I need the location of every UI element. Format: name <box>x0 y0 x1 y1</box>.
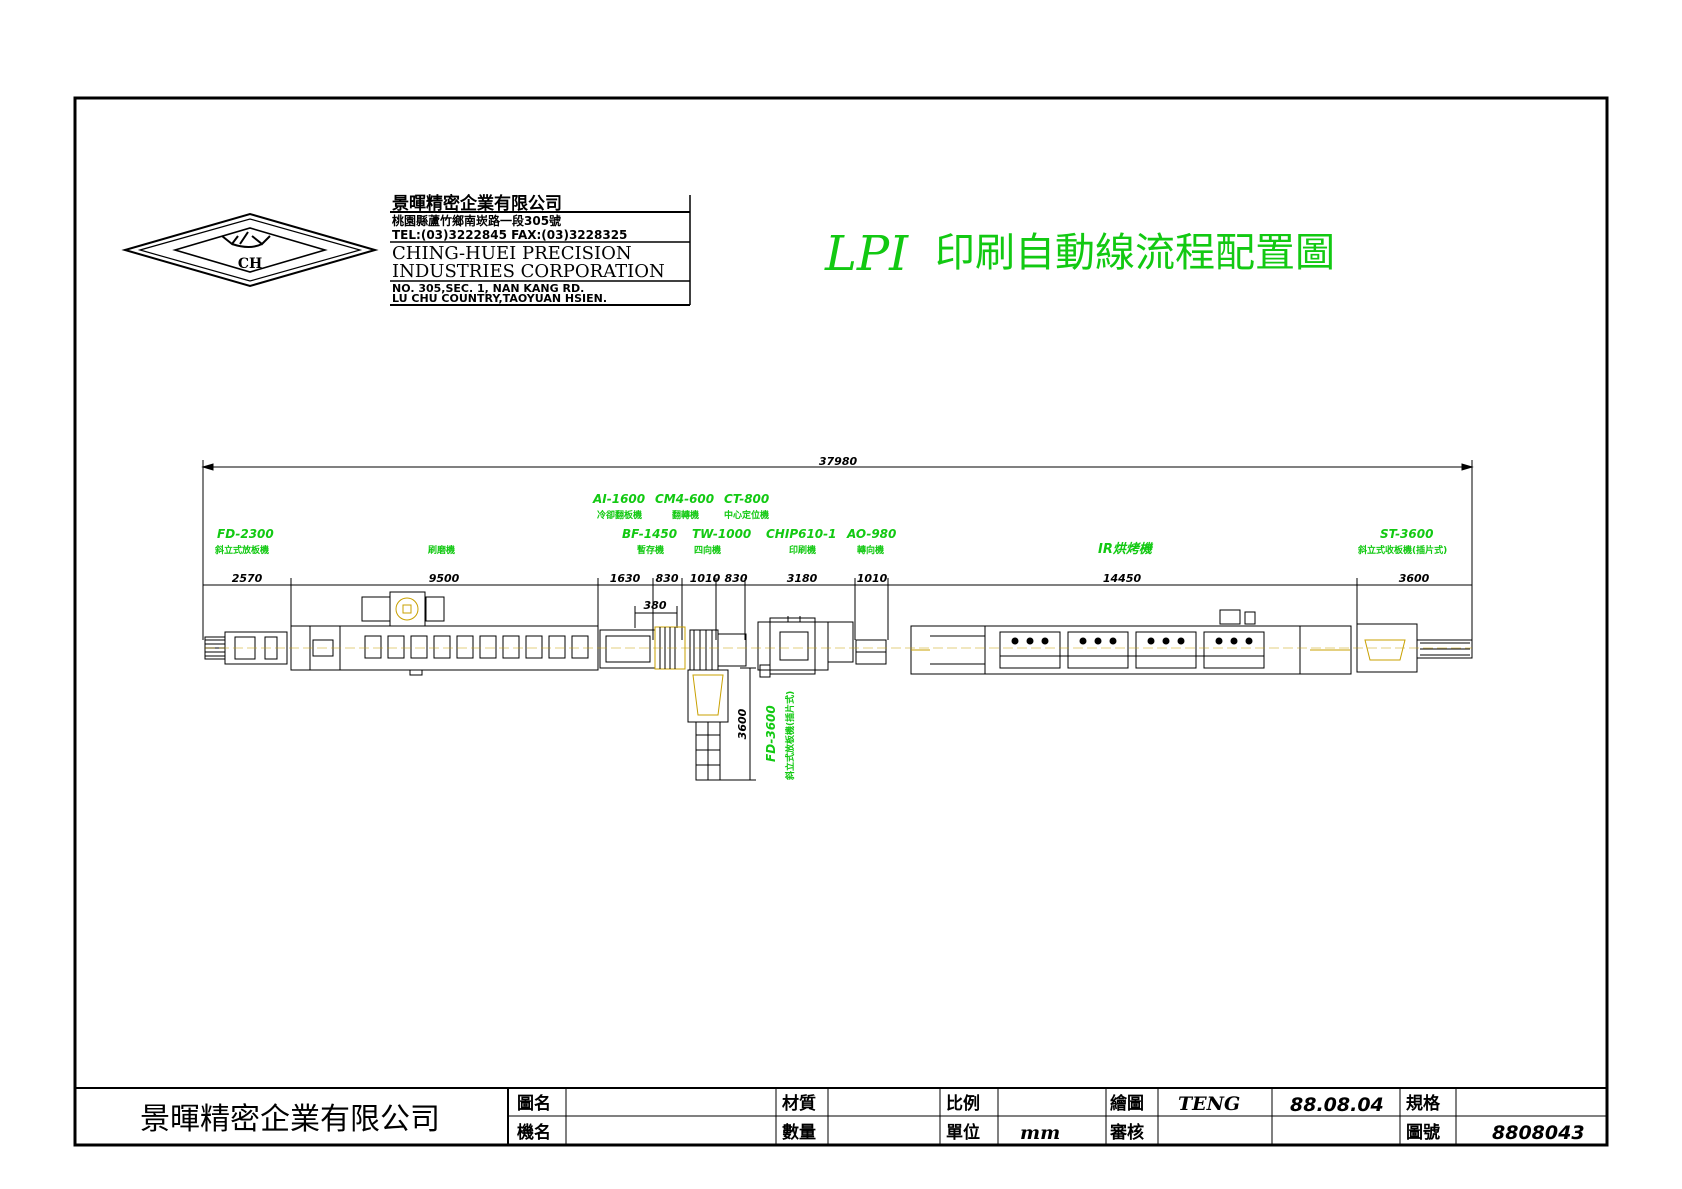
control-panel-center <box>389 591 426 627</box>
company-address-en-1: NO. 305,SEC. 1, NAN KANG RD. <box>392 282 584 295</box>
dim-segment: 1010 <box>690 572 721 585</box>
value-unit: mm <box>1020 1122 1060 1144</box>
label-drawing-no: 圖號 <box>1406 1123 1440 1143</box>
label-scale: 比例 <box>946 1093 980 1114</box>
st-conveyor <box>1416 639 1473 659</box>
production-line-layout <box>204 591 1473 781</box>
machine-model-st: ST-3600 <box>1380 527 1433 541</box>
machine-model-ao: AO-980 <box>846 527 896 541</box>
dim-sub: 380 <box>644 599 667 612</box>
machine-model-fd-left: FD-2300 <box>217 527 274 541</box>
logo-mark-icon <box>221 231 271 248</box>
dim-segment: 9500 <box>429 572 460 585</box>
dimension-labels: 37980 2570 9500 1630 830 1010 830 3180 1… <box>232 455 1430 739</box>
dim-segment: 3600 <box>1399 572 1430 585</box>
title-block <box>75 1087 1607 1145</box>
company-name-cn: 景暉精密企業有限公司 <box>392 193 562 214</box>
ir-control-box <box>1219 609 1241 625</box>
dim-segment: 830 <box>656 572 679 585</box>
dim-segment: 830 <box>725 572 748 585</box>
machine-labels: FD-2300 斜立式放板機 刷磨機 AI-1600 冷卻翻板機 CM4-600… <box>214 492 1447 781</box>
company-address-cn: 桃園縣蘆竹鄉南崁路一段305號 <box>392 213 561 228</box>
dim-segment: 3180 <box>787 572 818 585</box>
ct-center <box>717 633 747 667</box>
dim-overall: 37980 <box>819 455 858 468</box>
machine-name-brush: 刷磨機 <box>428 544 455 556</box>
machine-model-tw: TW-1000 <box>692 527 751 541</box>
label-check: 審核 <box>1109 1122 1144 1143</box>
control-panel-left <box>361 596 391 622</box>
machine-model-ct: CT-800 <box>724 492 769 506</box>
machine-name-cm: 翻轉機 <box>672 509 699 521</box>
dim-segment: 1630 <box>610 572 641 585</box>
label-machine-name: 機名 <box>517 1122 551 1143</box>
title-block-text: 景暉精密企業有限公司 圖名 機名 材質 數量 比例 單位 mm 繪圖 審核 TE… <box>140 1093 1585 1144</box>
machine-name-st: 斜立式收板機(插片式) <box>1357 544 1447 556</box>
dim-segment: 2570 <box>232 572 263 585</box>
machine-name-ir: IR烘烤機 <box>1098 541 1154 557</box>
logo-outer-diamond <box>121 212 379 288</box>
machine-model-cm: CM4-600 <box>655 492 714 506</box>
label-drawing-name: 圖名 <box>517 1093 551 1114</box>
dim-segment: 1010 <box>857 572 888 585</box>
machine-name-fd-branch: 斜立式放板機(插片式) <box>784 691 796 781</box>
machine-model-bf: BF-1450 <box>622 527 677 541</box>
company-name-en-2: INDUSTRIES CORPORATION <box>392 261 665 282</box>
ir-oven <box>910 625 1352 675</box>
branch-fd-top <box>687 669 729 723</box>
machine-name-ct: 中心定位機 <box>724 509 769 521</box>
logo-mid-diamond <box>137 218 363 282</box>
label-spec: 規格 <box>1406 1093 1441 1114</box>
machine-name-chip: 印刷機 <box>789 544 816 556</box>
control-panel-right <box>425 596 445 622</box>
company-tel-fax: TEL:(03)3222845 FAX:(03)3228325 <box>392 228 627 242</box>
machine-name-ao: 轉向機 <box>857 544 884 556</box>
label-quantity: 數量 <box>782 1122 816 1143</box>
company-logo: CH <box>121 212 379 288</box>
machine-name-ai: 冷卻翻板機 <box>597 509 642 521</box>
label-material: 材質 <box>782 1093 816 1114</box>
drawing-title: LPI 印刷自動線流程配置圖 <box>824 226 1335 282</box>
dimension-lines <box>201 460 1474 781</box>
company-name-en-1: CHING-HUEI PRECISION <box>392 243 632 264</box>
label-unit: 單位 <box>946 1122 980 1143</box>
value-date: 88.08.04 <box>1290 1094 1384 1116</box>
machine-model-chip: CHIP610-1 <box>766 527 837 541</box>
dim-vertical: 3600 <box>736 708 749 739</box>
brush-units <box>364 635 589 659</box>
logo-text: CH <box>238 256 262 272</box>
chip-printer-frame <box>757 621 829 671</box>
company-address-en-2: LU CHU COUNTRY,TAOYUAN HSIEN. <box>392 292 607 305</box>
value-drawing-no: 8808043 <box>1492 1122 1585 1144</box>
logo-inner-diamond <box>172 227 328 273</box>
title-prefix: LPI <box>824 226 909 282</box>
sheet-border <box>73 96 1609 1147</box>
machine-model-ai: AI-1600 <box>592 492 645 506</box>
title-main: 印刷自動線流程配置圖 <box>935 230 1335 276</box>
company-header: 景暉精密企業有限公司 桃園縣蘆竹鄉南崁路一段305號 TEL:(03)32228… <box>390 193 691 306</box>
label-drawn: 繪圖 <box>1110 1093 1144 1114</box>
value-drawn: TENG <box>1178 1093 1240 1115</box>
machine-name-fd-left: 斜立式放板機 <box>214 544 269 556</box>
dim-segment: 14450 <box>1103 572 1142 585</box>
machine-name-tw: 四向機 <box>694 544 721 556</box>
title-block-company: 景暉精密企業有限公司 <box>140 1102 440 1137</box>
machine-name-bf: 暫存機 <box>637 544 664 556</box>
machine-model-fd-branch: FD-3600 <box>764 705 778 762</box>
ir-zones <box>999 631 1265 669</box>
